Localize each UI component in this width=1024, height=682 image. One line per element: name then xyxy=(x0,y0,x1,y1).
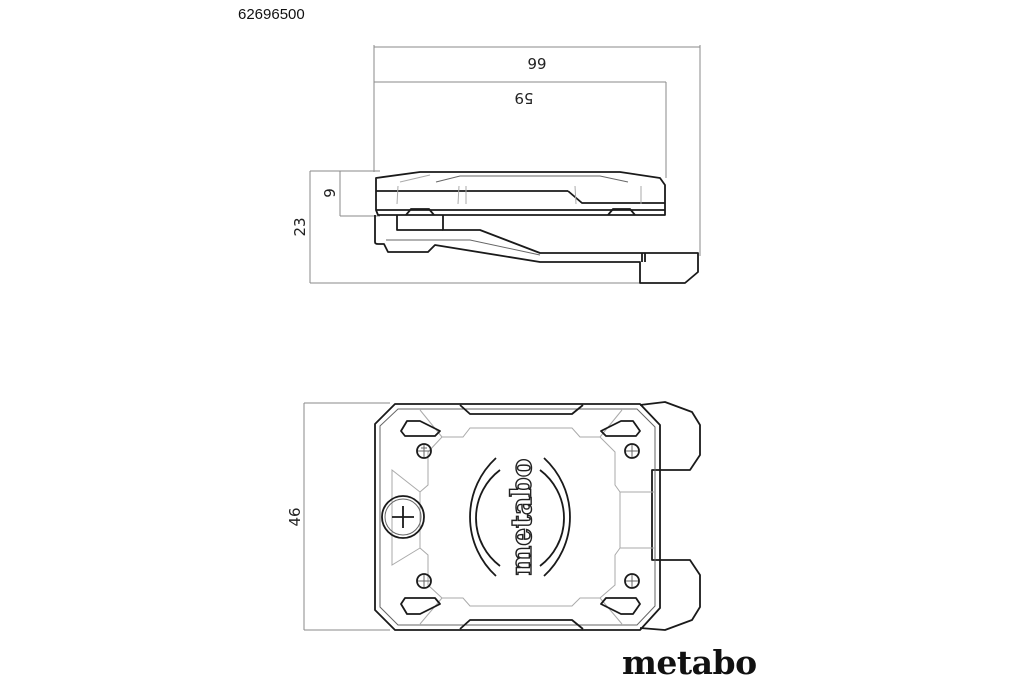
brand-logo: metabo xyxy=(622,643,757,682)
screw-icon xyxy=(624,573,640,589)
screw-icon xyxy=(416,573,432,589)
dim-body-width: 59 xyxy=(514,89,533,107)
part-number: 62696500 xyxy=(238,6,305,23)
dim-overall-width: 66 xyxy=(527,54,546,72)
dim-overall-height: 23 xyxy=(291,217,309,236)
top-view-dimensions: 46 xyxy=(286,402,390,631)
phillips-screw-icon xyxy=(381,495,425,539)
embossed-logo: metabo xyxy=(505,459,538,576)
dim-body-height: 9 xyxy=(321,188,339,198)
top-view-part: metabo xyxy=(374,401,701,631)
screw-icon xyxy=(416,443,432,459)
screw-icon xyxy=(624,443,640,459)
side-view-dimensions: 66 59 9 23 xyxy=(291,45,701,284)
side-view-part xyxy=(374,171,699,284)
dim-top-height: 46 xyxy=(286,507,304,526)
